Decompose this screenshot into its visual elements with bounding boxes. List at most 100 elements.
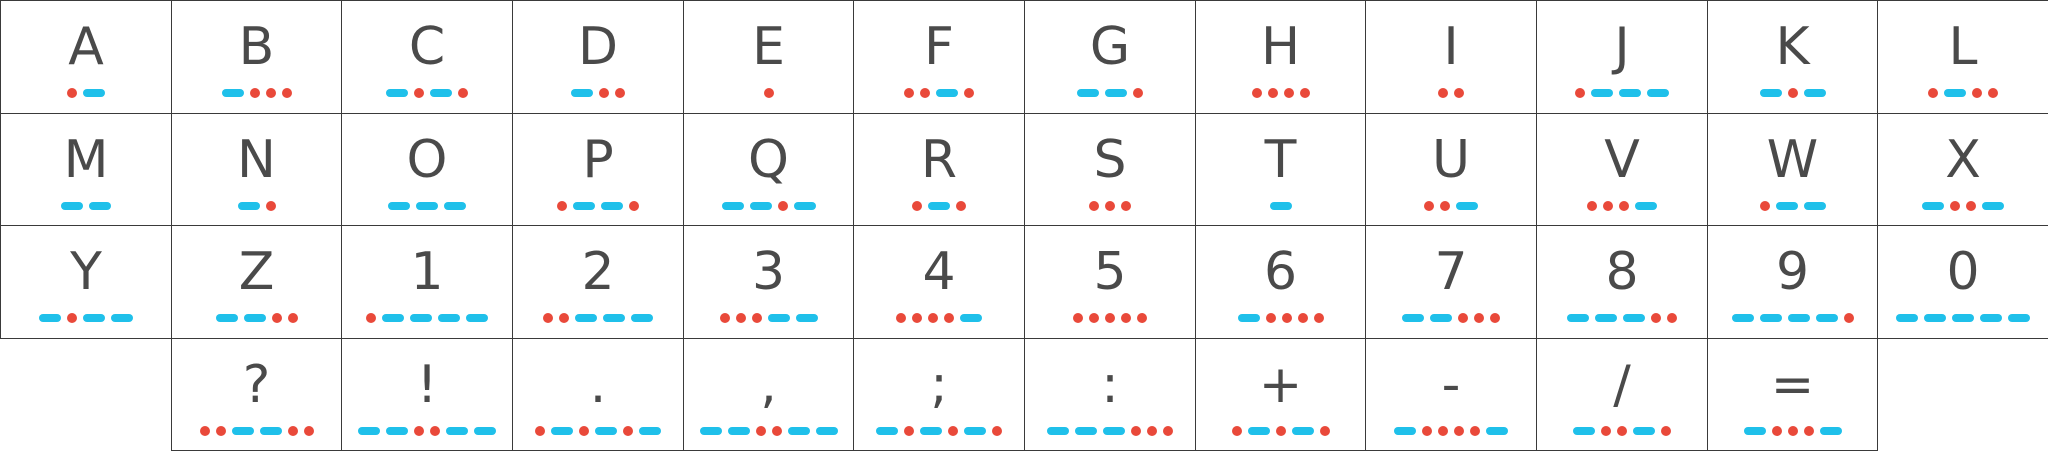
morse-cell: 2: [512, 225, 684, 339]
morse-code-pattern: [1537, 86, 1707, 100]
morse-cell: B: [171, 0, 342, 114]
morse-dot: [579, 426, 589, 436]
morse-dot: [751, 313, 762, 323]
morse-dash: [83, 89, 105, 97]
morse-dot: [1438, 88, 1448, 98]
morse-code-pattern: [172, 86, 341, 100]
morse-dash: [1619, 89, 1641, 97]
morse-character: T: [1264, 130, 1297, 190]
morse-dot: [1458, 313, 1468, 323]
morse-character: 7: [1434, 242, 1468, 302]
morse-dot: [458, 88, 468, 98]
morse-dash: [1944, 89, 1966, 97]
morse-cell: T: [1195, 113, 1366, 226]
morse-dash: [1896, 314, 1918, 322]
morse-dash: [2008, 314, 2030, 322]
morse-dot: [67, 88, 77, 98]
morse-dot: [1438, 426, 1448, 436]
morse-code-pattern: [342, 199, 512, 213]
morse-dash: [438, 314, 460, 322]
morse-cell: K: [1707, 0, 1878, 114]
morse-code-pattern: [1366, 86, 1536, 100]
morse-dash: [1103, 427, 1125, 435]
morse-dot: [1133, 88, 1143, 98]
morse-dot: [1422, 426, 1432, 436]
morse-dash: [231, 427, 254, 435]
morse-code-pattern: [684, 199, 853, 213]
morse-dash: [1247, 427, 1270, 435]
morse-cell: ?: [171, 338, 342, 451]
morse-cell: R: [853, 113, 1025, 226]
morse-code-pattern: [1708, 86, 1877, 100]
morse-dot: [629, 201, 639, 211]
morse-dot: [956, 201, 966, 211]
morse-dash: [444, 202, 466, 210]
morse-character: P: [582, 130, 614, 190]
morse-dot: [1281, 313, 1292, 323]
morse-dash: [571, 89, 593, 97]
morse-cell: F: [853, 0, 1025, 114]
morse-cell: 9: [1707, 225, 1878, 339]
morse-code-pattern: [854, 424, 1024, 438]
morse-dot: [1490, 313, 1500, 323]
morse-dot: [271, 313, 282, 323]
morse-dash: [358, 427, 380, 435]
morse-code-pattern: [854, 199, 1024, 213]
morse-dot: [1587, 201, 1597, 211]
morse-character: U: [1431, 130, 1471, 190]
morse-dot: [1251, 88, 1262, 98]
morse-code-pattern: [172, 424, 341, 438]
morse-dash: [1787, 314, 1810, 322]
morse-code-pattern: [1, 199, 171, 213]
morse-character: 1: [410, 242, 444, 302]
morse-cell: I: [1365, 0, 1537, 114]
morse-character: -: [1441, 355, 1461, 415]
morse-cell: 1: [341, 225, 513, 339]
morse-dash: [1952, 314, 1974, 322]
morse-dot: [1988, 88, 1998, 98]
morse-dash: [1647, 89, 1669, 97]
morse-dot: [1787, 88, 1798, 98]
morse-dash: [721, 202, 744, 210]
morse-dash: [430, 89, 452, 97]
morse-cell: E: [683, 0, 854, 114]
morse-dash: [243, 314, 266, 322]
morse-dot: [215, 426, 226, 436]
morse-code-pattern: [1878, 311, 2048, 325]
morse-character: Y: [70, 242, 102, 302]
morse-cell: A: [0, 0, 172, 114]
morse-dash: [787, 427, 810, 435]
morse-dash: [1269, 202, 1292, 210]
morse-dash: [39, 314, 61, 322]
morse-dash: [1815, 314, 1838, 322]
morse-character: C: [408, 17, 446, 77]
morse-character: K: [1775, 17, 1810, 77]
morse-code-pattern: [1, 311, 171, 325]
morse-dash: [767, 314, 790, 322]
morse-cell: -: [1365, 338, 1537, 451]
morse-character: 2: [581, 242, 615, 302]
morse-code-pattern: [1196, 424, 1365, 438]
morse-dash: [466, 314, 488, 322]
morse-dash: [920, 427, 942, 435]
morse-cell: 6: [1195, 225, 1366, 339]
morse-character: ,: [760, 355, 777, 415]
morse-dot: [599, 88, 609, 98]
morse-character: O: [406, 130, 448, 190]
morse-dash: [1803, 202, 1826, 210]
morse-cell: M: [0, 113, 172, 226]
morse-dash: [1803, 89, 1826, 97]
morse-character: F: [924, 17, 954, 77]
morse-code-pattern: [1025, 199, 1195, 213]
morse-dot: [1454, 426, 1464, 436]
morse-cell: 3: [683, 225, 854, 339]
morse-dash: [1595, 314, 1617, 322]
morse-character: I: [1443, 17, 1459, 77]
morse-dash: [793, 202, 816, 210]
morse-code-pattern: [1708, 311, 1877, 325]
morse-dash: [1819, 427, 1842, 435]
morse-cell: G: [1024, 0, 1196, 114]
morse-dot: [559, 313, 569, 323]
morse-dot: [912, 313, 922, 323]
morse-dash: [1237, 314, 1260, 322]
